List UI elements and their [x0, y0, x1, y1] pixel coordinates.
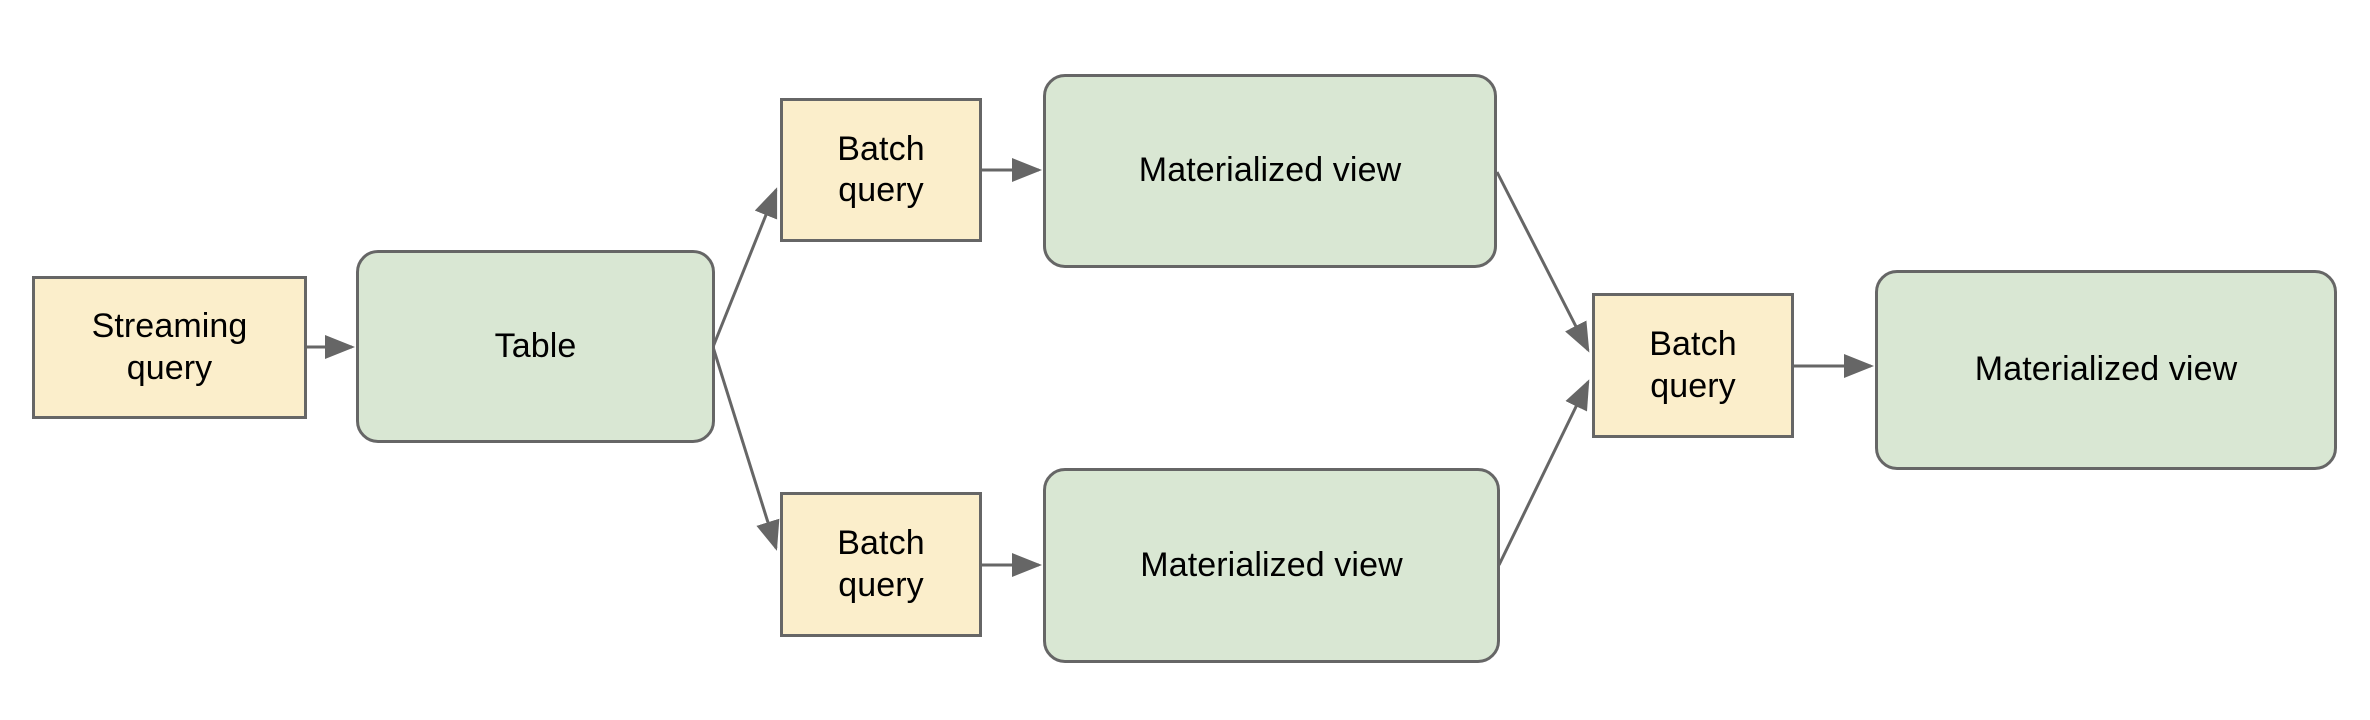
edge-table-to-batch-bottom: [711, 346, 780, 551]
node-batch-query-top[interactable]: Batch query: [780, 98, 982, 242]
node-batch-query-join[interactable]: Batch query: [1592, 293, 1794, 438]
node-materialized-view-top[interactable]: Materialized view: [1043, 74, 1497, 268]
node-label-batch-query-bottom: Batch query: [837, 524, 925, 604]
edge-mv-bottom-to-batch-join: [1497, 379, 1590, 566]
edge-table-to-batch-top: [711, 187, 778, 348]
node-table[interactable]: Table: [356, 250, 715, 443]
node-label-streaming-query: Streaming query: [91, 307, 248, 387]
node-streaming-query[interactable]: Streaming query: [32, 276, 307, 419]
node-label-table: Table: [494, 326, 577, 365]
node-label-materialized-view-bottom: Materialized view: [1140, 545, 1403, 584]
node-materialized-view-final[interactable]: Materialized view: [1875, 270, 2337, 470]
node-batch-query-bottom[interactable]: Batch query: [780, 492, 982, 637]
node-materialized-view-bottom[interactable]: Materialized view: [1043, 468, 1500, 663]
node-label-materialized-view-final: Materialized view: [1974, 350, 2238, 389]
node-label-batch-query-top: Batch query: [837, 129, 925, 209]
node-label-materialized-view-top: Materialized view: [1138, 151, 1402, 190]
node-label-batch-query-join: Batch query: [1649, 325, 1737, 405]
edge-mv-top-to-batch-join: [1495, 171, 1590, 353]
